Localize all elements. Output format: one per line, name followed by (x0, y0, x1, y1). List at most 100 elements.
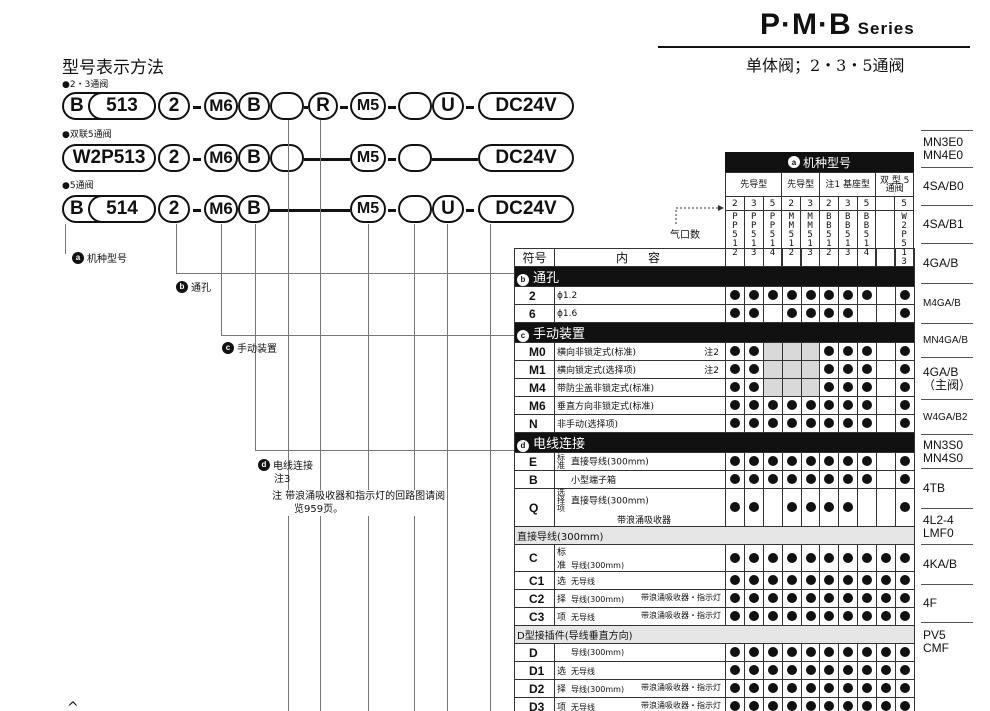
mark-dot (819, 679, 840, 698)
mark-dot (895, 607, 915, 626)
mark-dot (743, 360, 764, 379)
mark-dot (819, 661, 840, 680)
mark-dot (781, 571, 802, 590)
mark-dot (725, 661, 745, 680)
code-part-port: 2 (158, 195, 190, 223)
side-nav-item[interactable]: 4GA/B (921, 243, 973, 283)
mark-empty (781, 342, 802, 361)
mark-empty (762, 378, 783, 397)
side-nav-item[interactable]: M4GA/B (921, 283, 973, 323)
port-cell: 3 (800, 196, 820, 211)
mark-dot (819, 452, 840, 471)
mark-dot (781, 544, 802, 572)
mark-dot (800, 661, 821, 680)
mark-dot (743, 661, 764, 680)
mark-dot (725, 643, 745, 662)
mark-dot (743, 607, 764, 626)
code-part-port: 2 (158, 92, 190, 120)
mark-dot (762, 679, 783, 698)
mark-dot (876, 643, 897, 662)
port-cell: 3 (837, 196, 858, 211)
mark-dot (819, 544, 840, 572)
code-part-wire: B (238, 92, 270, 120)
mark-dot (781, 470, 802, 489)
mark-dot (819, 643, 840, 662)
side-nav-item[interactable]: 4TB (921, 468, 973, 508)
code-part-m5: M5 (350, 92, 386, 120)
code-part-empty2 (398, 195, 432, 223)
mark-dot (800, 488, 821, 527)
mark-dot (743, 697, 764, 711)
mark-dot (800, 571, 821, 590)
side-nav-item[interactable]: 4SA/B0 (921, 167, 973, 205)
side-nav-item[interactable]: 4SA/B1 (921, 205, 973, 243)
mark-empty (876, 304, 897, 323)
mark-dot (725, 396, 745, 415)
mark-dot (857, 607, 878, 626)
side-nav-item[interactable]: 4F (921, 584, 973, 622)
port-cell: 3 (743, 196, 764, 211)
mark-dot (838, 661, 859, 680)
mark-dot (838, 378, 859, 397)
mark-dot (838, 643, 859, 662)
mark-dot (781, 414, 802, 433)
side-nav-item[interactable]: MN4GA/B (921, 323, 973, 357)
mark-empty (762, 304, 783, 323)
mark-dot (819, 571, 840, 590)
mark-dot (762, 544, 783, 572)
mark-dot (838, 679, 859, 698)
code-part-wire: B (238, 195, 270, 223)
mark-dot (762, 643, 783, 662)
mark-dot (819, 360, 840, 379)
mark-dot (819, 304, 840, 323)
mark-dot (781, 643, 802, 662)
mark-dot (895, 360, 915, 379)
code-part-u: U (432, 92, 464, 120)
mark-dot (838, 607, 859, 626)
code-part-manual: M6 (204, 92, 238, 120)
mark-empty (876, 470, 897, 489)
mark-dot (857, 589, 878, 608)
col-symbol-header: 符号 (514, 248, 555, 267)
caret-icon: ^ (67, 700, 79, 711)
mark-dot (800, 697, 821, 711)
mark-empty (876, 414, 897, 433)
mark-dot (895, 378, 915, 397)
mark-dot (895, 286, 915, 305)
mark-dot (762, 286, 783, 305)
mark-dot (838, 414, 859, 433)
mark-dot (743, 470, 764, 489)
section-title: 型号表示方法 (62, 58, 164, 78)
mark-empty (781, 360, 802, 379)
mark-dot (800, 607, 821, 626)
side-nav-item[interactable]: W4GA/B2 (921, 399, 973, 434)
subsection-header: D型接插件(导线垂直方向) (514, 625, 915, 644)
mark-dot (857, 643, 878, 662)
side-nav-item[interactable]: 4KA/B (921, 544, 973, 584)
note-text: 注 带浪涌吸收器和指示灯的回路图请阅览959页。 (272, 490, 446, 516)
mark-dot (857, 452, 878, 471)
mark-dot (743, 571, 764, 590)
port-cell: 5 (856, 196, 877, 211)
mark-dot (725, 571, 745, 590)
mark-dot (876, 589, 897, 608)
mark-dot (800, 643, 821, 662)
mark-dot (743, 304, 764, 323)
mark-dot (819, 414, 840, 433)
mark-dot (762, 607, 783, 626)
mark-dot (819, 342, 840, 361)
mark-dot (819, 378, 840, 397)
mark-dot (819, 396, 840, 415)
mark-dot (876, 571, 897, 590)
side-nav-item[interactable]: 4GA/B（主阀） (921, 357, 973, 399)
mark-dot (895, 396, 915, 415)
mark-dot (838, 544, 859, 572)
mark-dot (762, 470, 783, 489)
